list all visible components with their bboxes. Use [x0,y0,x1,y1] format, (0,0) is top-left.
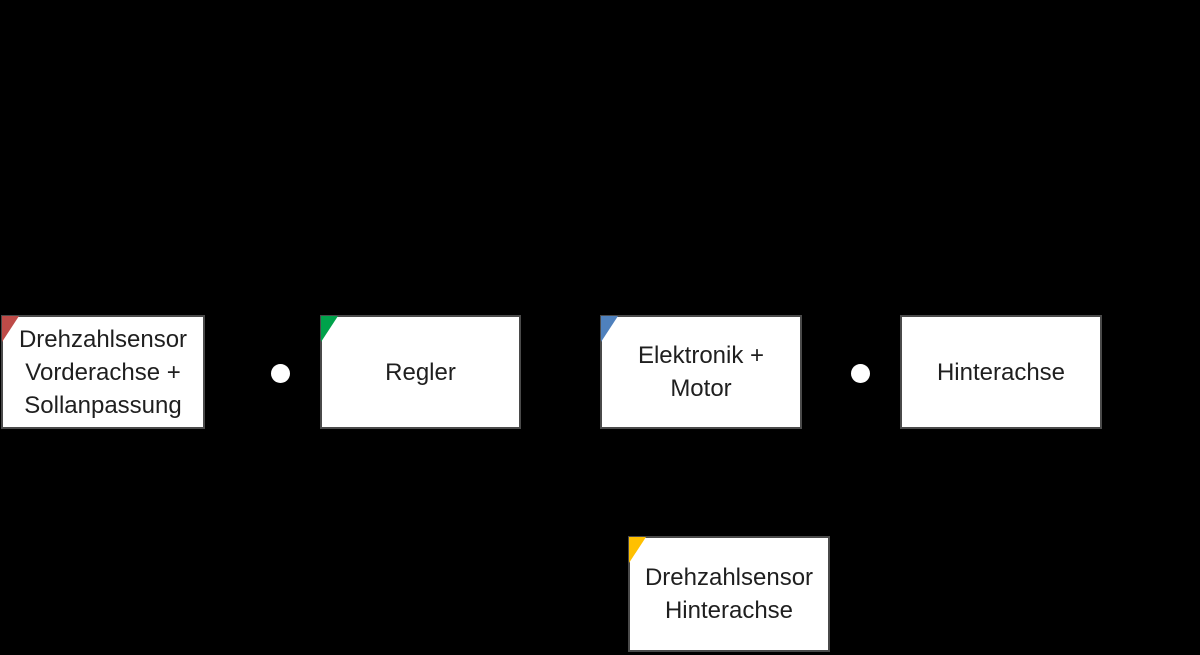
node-label: Drehzahlsensor Hinterachse [644,564,814,624]
junction-dot-left [271,364,290,383]
node-label: Elektronik + Motor [637,342,765,402]
node-label: Hinterachse [936,358,1066,386]
corner-marker-yellow [629,537,646,563]
junction-dot-right [851,364,870,383]
node-elektronik-motor: Elektronik + Motor [600,315,802,429]
node-label: Drehzahlsensor Vorderachse + Sollanpassu… [18,325,188,419]
corner-marker-green [321,316,338,342]
node-hinterachse: Hinterachse [900,315,1102,429]
node-drehzahlsensor-vorderachse: Drehzahlsensor Vorderachse + Sollanpassu… [1,315,205,429]
corner-marker-blue [601,316,618,342]
node-regler: Regler [320,315,521,429]
corner-marker-red [2,316,19,342]
node-drehzahlsensor-hinterachse: Drehzahlsensor Hinterachse [628,536,830,652]
node-label: Regler [385,358,456,386]
